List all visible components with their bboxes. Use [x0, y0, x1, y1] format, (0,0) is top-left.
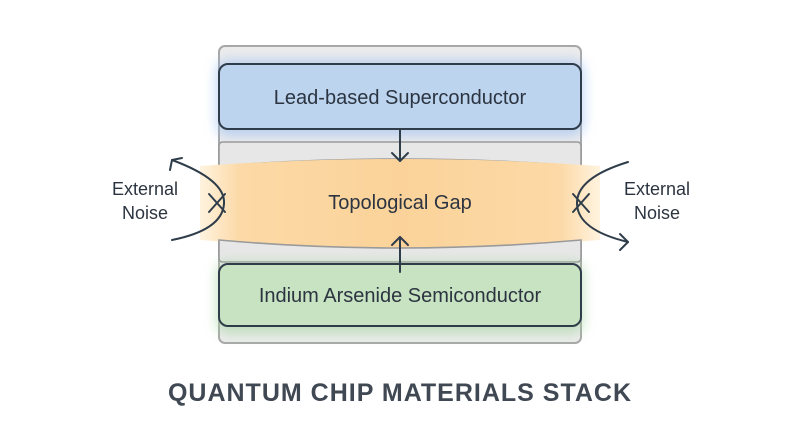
left-noise-arrow: [169, 157, 226, 241]
gap-layer-label: Topological Gap: [328, 192, 471, 214]
left-noise-label-line1: External: [112, 179, 178, 199]
top-layer-label: Lead-based Superconductor: [274, 87, 527, 109]
right-block-mark: [572, 193, 590, 213]
bottom-layer-label: Indium Arsenide Semiconductor: [259, 285, 542, 307]
left-noise-label-line2: Noise: [122, 203, 168, 223]
down-arrow: [391, 128, 409, 162]
right-noise-arrow: [575, 161, 629, 251]
left-block-mark: [208, 193, 226, 213]
up-arrow: [391, 236, 409, 273]
diagram-caption: QUANTUM CHIP MATERIALS STACK: [168, 379, 632, 407]
right-noise-label-line2: Noise: [634, 203, 680, 223]
right-noise-label-line1: External: [624, 179, 690, 199]
gap-layer: [200, 159, 600, 248]
